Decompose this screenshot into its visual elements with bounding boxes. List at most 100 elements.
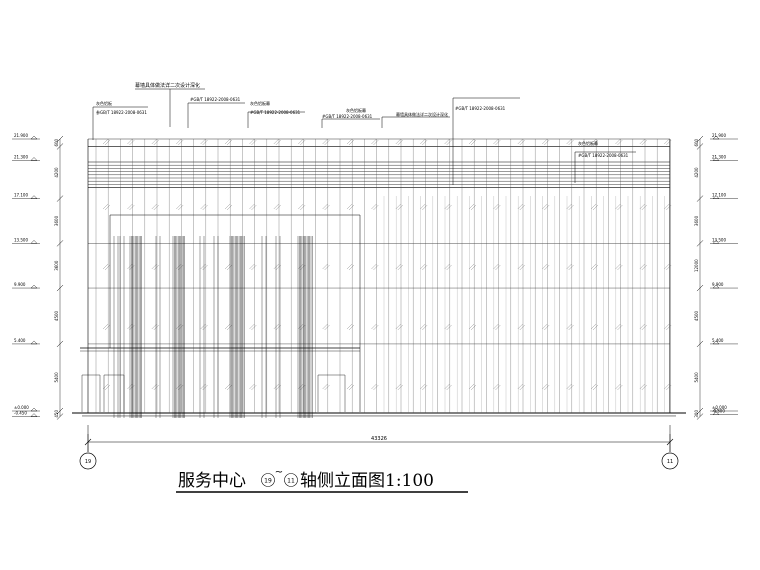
glass-hatch <box>178 139 184 146</box>
glass-hatch <box>566 323 572 330</box>
glass-hatch <box>468 383 475 390</box>
glass-hatch <box>200 138 206 145</box>
glass-hatch <box>590 263 597 270</box>
dim-tick <box>696 407 704 415</box>
glass-hatch <box>202 264 208 271</box>
glass-hatch <box>446 324 452 331</box>
glass-hatch <box>371 323 377 330</box>
glass-hatch <box>493 138 499 145</box>
glass-hatch <box>395 383 401 390</box>
glass-hatch <box>566 203 572 210</box>
glass-hatch <box>153 384 159 391</box>
glass-hatch <box>493 383 499 390</box>
glass-hatch <box>468 138 475 145</box>
glass-hatch <box>249 323 255 330</box>
glass-hatch <box>249 383 255 390</box>
level-triangle <box>712 240 720 244</box>
glass-hatch <box>395 323 401 330</box>
glass-hatch <box>592 204 599 211</box>
glass-hatch <box>495 264 501 271</box>
glass-hatch <box>519 139 525 146</box>
dim-tick <box>56 413 64 420</box>
glass-hatch <box>592 139 599 146</box>
level-label: -0.450 <box>14 411 27 416</box>
glass-hatch <box>273 138 279 145</box>
glass-hatch <box>348 384 355 391</box>
annotation-4: 灰色铝板幕 #GB/T 18922-2008-0631 <box>247 100 305 128</box>
glass-hatch <box>446 139 452 146</box>
glass-hatch <box>444 263 450 270</box>
glass-hatch <box>127 138 133 145</box>
annotation-3: #GB/T 18922-2008-0631 <box>187 97 245 128</box>
glass-hatch <box>224 138 231 145</box>
glass-hatch <box>178 204 184 211</box>
glass-hatch <box>468 323 475 330</box>
glass-hatch <box>275 204 281 211</box>
dim-tick <box>56 340 64 348</box>
glass-hatch <box>371 203 377 210</box>
glass-hatch <box>176 203 182 210</box>
glass-hatch <box>639 263 645 270</box>
glass-hatch <box>420 203 426 210</box>
glass-hatch <box>151 203 157 210</box>
glass-hatch <box>641 384 647 391</box>
glass-hatch <box>395 138 401 145</box>
glass-hatch <box>251 384 257 391</box>
glass-hatch <box>615 203 621 210</box>
glass-hatch <box>251 139 257 146</box>
glass-hatch <box>444 323 450 330</box>
annotation-6-text: 幕墙具体做法详二次设计深化 <box>396 111 448 117</box>
glass-hatch <box>493 263 499 270</box>
dim-tick <box>696 240 704 247</box>
glass-hatch <box>324 264 330 271</box>
glass-hatch <box>397 139 403 146</box>
title-axis-to: 11 <box>287 478 295 485</box>
glass-hatch <box>517 138 523 145</box>
glass-hatch <box>493 203 499 210</box>
level-triangle <box>712 340 720 345</box>
glass-hatch <box>422 139 428 146</box>
level-label: ±0.000 <box>712 405 727 410</box>
level-label: -0.300 <box>712 409 725 414</box>
glass-hatch <box>322 383 328 390</box>
glass-hatch <box>104 264 111 271</box>
glass-hatch <box>300 139 306 146</box>
glass-hatch <box>102 138 109 145</box>
glass-hatch <box>324 324 330 331</box>
annotation-7-text: #GB/T 18922-2008-0631 <box>455 106 506 111</box>
glass-hatch <box>566 138 572 145</box>
drawing-title: 服务中心 19 ~ 11 轴侧立面图1:100 <box>176 467 468 493</box>
overall-dimension: 43326 <box>84 434 674 452</box>
glass-hatch <box>348 139 355 146</box>
glass-hatch <box>495 324 501 331</box>
glass-hatch <box>176 138 182 145</box>
glass-hatch <box>590 383 597 390</box>
glass-hatch <box>249 138 255 145</box>
glass-hatch <box>615 138 621 145</box>
dim-tick <box>696 413 704 420</box>
glass-hatch <box>666 384 672 391</box>
glass-hatch <box>273 263 279 270</box>
glass-hatch <box>664 138 670 145</box>
glass-hatch <box>592 324 599 331</box>
glass-hatch <box>373 204 379 211</box>
level-label: 9.900 <box>14 282 26 287</box>
annotation-2-text-b: 参GB/T 18922-2008-0631 <box>96 109 147 115</box>
level-label: 13.500 <box>14 237 28 242</box>
title-main: 服务中心 <box>178 471 246 491</box>
glass-hatch <box>104 204 111 211</box>
glass-hatch <box>397 204 403 211</box>
glass-hatch <box>568 264 574 271</box>
glass-hatch <box>346 323 353 330</box>
glass-hatch <box>420 138 426 145</box>
level-label: 5.400 <box>712 338 724 343</box>
annotation-7: #GB/T 18922-2008-0631 <box>452 97 520 185</box>
glass-hatch <box>373 139 379 146</box>
level-label: 21.900 <box>712 133 726 138</box>
glass-hatch <box>251 324 257 331</box>
glass-hatch <box>224 203 231 210</box>
glass-hatch <box>519 384 525 391</box>
title-axis-from: 19 <box>264 478 272 485</box>
glass-hatch <box>542 203 548 210</box>
glass-hatch <box>519 204 525 211</box>
